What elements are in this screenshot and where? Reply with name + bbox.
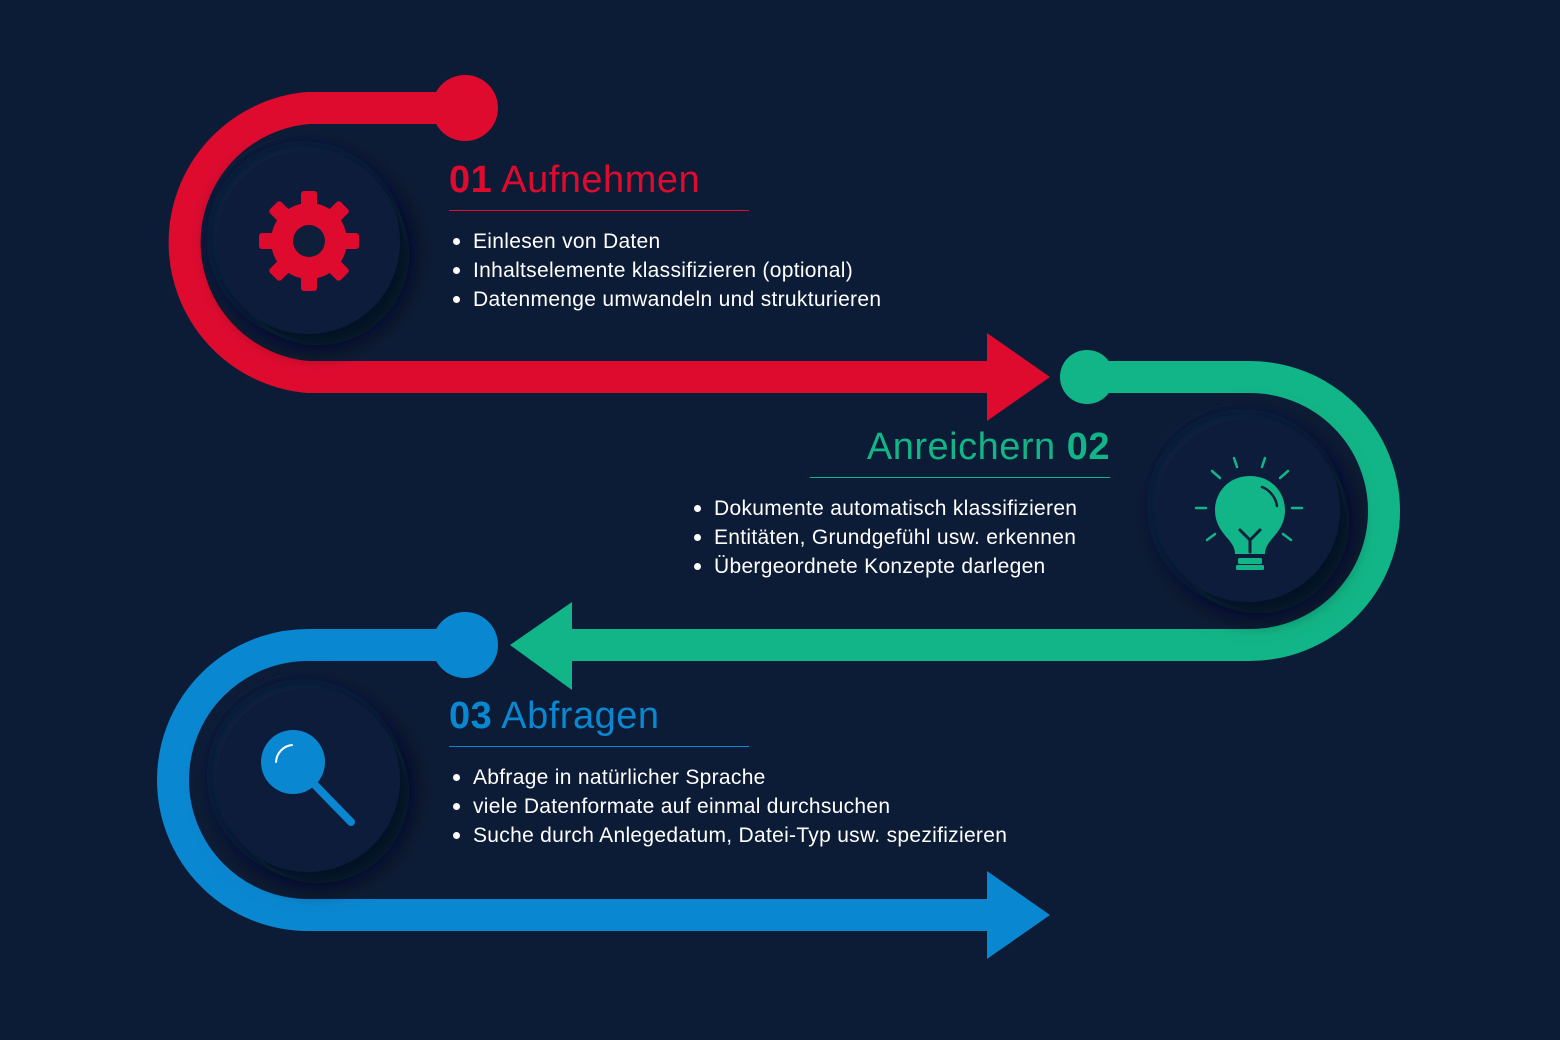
step-2: Anreichern 02 Dokumente automatisch klas…: [690, 425, 1110, 581]
list-item: Datenmenge umwandeln und strukturieren: [449, 285, 881, 314]
list-item: Abfrage in natürlicher Sprache: [449, 763, 1007, 792]
step-3: 03 Abfragen Abfrage in natürlicher Sprac…: [449, 694, 1007, 850]
step-2-title: Anreichern 02: [690, 425, 1110, 477]
step-2-list: Dokumente automatisch klassifizieren Ent…: [690, 494, 1110, 581]
path-step-2-line: [560, 361, 1400, 661]
path-step-2: [510, 350, 1400, 690]
step-3-title: 03 Abfragen: [449, 694, 1007, 746]
path-step-1-arrowhead: [987, 333, 1050, 421]
path-step-1-start-dot: [432, 75, 498, 141]
path-step-3-arrowhead: [987, 871, 1050, 959]
path-step-3: [157, 612, 1050, 959]
path-step-2-arrowhead: [510, 602, 572, 690]
badge-step-2: [1156, 418, 1340, 602]
list-item: Übergeordnete Konzepte darlegen: [690, 552, 1110, 581]
list-item: Entitäten, Grundgefühl usw. erkennen: [690, 523, 1110, 552]
list-item: Einlesen von Daten: [449, 227, 881, 256]
step-1-divider: [449, 210, 749, 211]
list-item: Dokumente automatisch klassifizieren: [690, 494, 1110, 523]
path-step-2-start-dot: [1060, 350, 1114, 404]
path-step-1: [168, 75, 1050, 421]
path-step-3-start-dot: [432, 612, 498, 678]
step-3-name: Abfragen: [501, 695, 660, 737]
lightbulb-icon: [1194, 456, 1304, 570]
badge-step-3: [216, 688, 400, 872]
path-step-3-line: [157, 629, 995, 931]
step-1-name: Aufnehmen: [501, 159, 701, 201]
step-3-divider: [449, 746, 749, 747]
step-1-title: 01 Aufnehmen: [449, 158, 881, 210]
step-2-name: Anreichern: [866, 426, 1056, 468]
step-2-divider: [810, 477, 1110, 478]
list-item: Inhaltselemente klassifizieren (optional…: [449, 256, 881, 285]
magnifier-icon: [261, 730, 355, 826]
badge-step-1: [216, 150, 400, 334]
step-2-number: 02: [1066, 426, 1110, 468]
step-1-number: 01: [449, 159, 493, 201]
step-3-list: Abfrage in natürlicher Sprache viele Dat…: [449, 763, 1007, 850]
list-item: viele Datenformate auf einmal durchsuche…: [449, 792, 1007, 821]
step-1: 01 Aufnehmen Einlesen von Daten Inhaltse…: [449, 158, 881, 314]
gear-icon: [259, 191, 359, 291]
step-3-number: 03: [449, 695, 493, 737]
path-step-1-line: [168, 92, 995, 393]
step-1-list: Einlesen von Daten Inhaltselemente klass…: [449, 227, 881, 314]
list-item: Suche durch Anlegedatum, Datei-Typ usw. …: [449, 821, 1007, 850]
